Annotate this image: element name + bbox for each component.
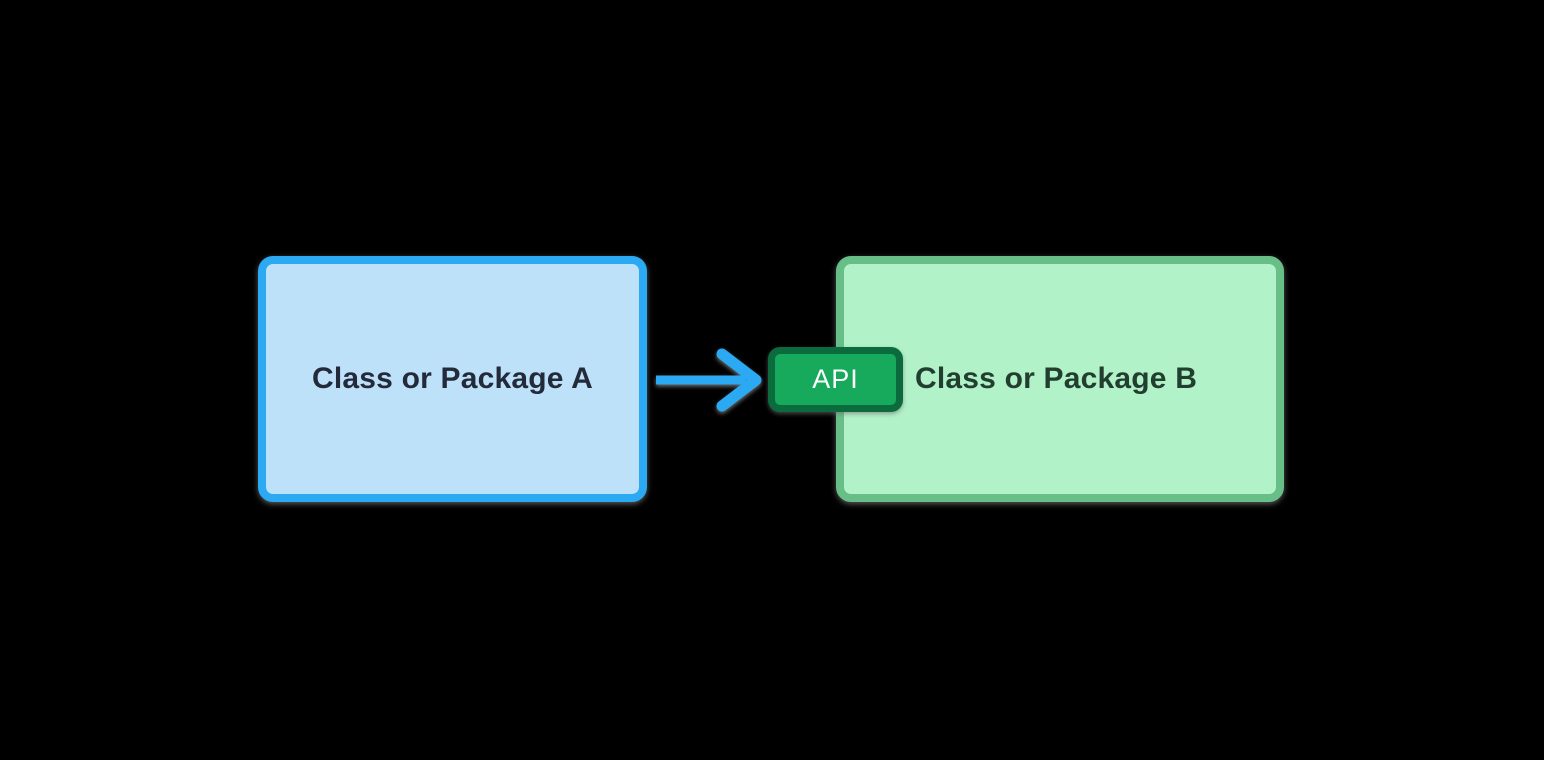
api-badge-label: API [812,364,859,394]
node-class-or-package-a: Class or Package A [258,256,647,502]
node-class-or-package-a-label: Class or Package A [312,362,593,395]
api-badge: API [768,347,903,412]
arrow-right-icon [656,348,762,412]
node-class-or-package-b: Class or Package B [836,256,1284,502]
node-class-or-package-b-label: Class or Package B [915,362,1198,395]
